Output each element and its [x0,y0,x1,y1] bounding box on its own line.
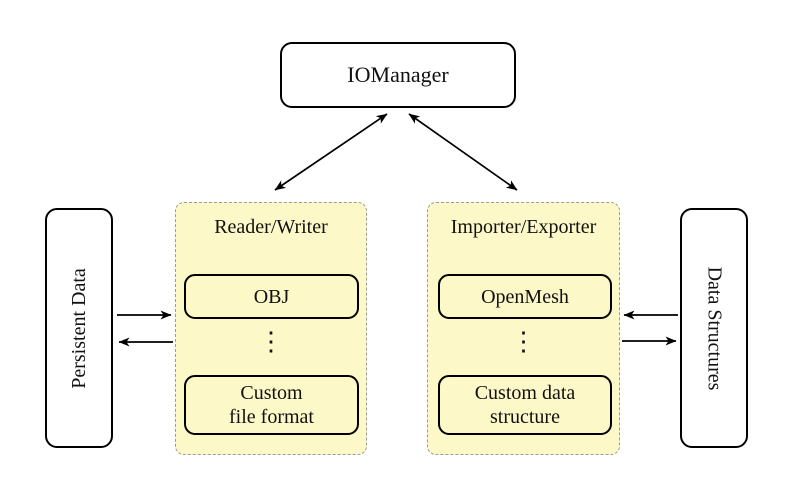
node-obj: OBJ [184,274,359,319]
node-persistent-data: Persistent Data [45,208,113,448]
group-reader-writer: Reader/Writer OBJ ⋮ Custom file format [175,202,367,455]
group-importer-exporter: Importer/Exporter OpenMesh ⋮ Custom data… [427,202,620,455]
node-data-structures: Data Structures [680,208,748,448]
node-custom-data-structure: Custom data structure [438,375,612,435]
persistent-data-label: Persistent Data [67,267,90,389]
node-openmesh: OpenMesh [438,274,612,319]
vdots-importer-exporter: ⋮ [510,327,537,356]
iomanager-label: IOManager [347,62,449,87]
reader-writer-title: Reader/Writer [214,216,328,238]
vdots-reader-writer: ⋮ [258,327,284,356]
node-iomanager: IOManager [280,42,516,108]
node-custom-file-format: Custom file format [184,375,359,435]
data-structures-label: Data Structures [703,266,726,390]
arrow-iomanager-readerwriter [274,113,388,191]
arrow-iomanager-importerexporter [408,113,518,191]
importer-exporter-title: Importer/Exporter [450,216,597,238]
